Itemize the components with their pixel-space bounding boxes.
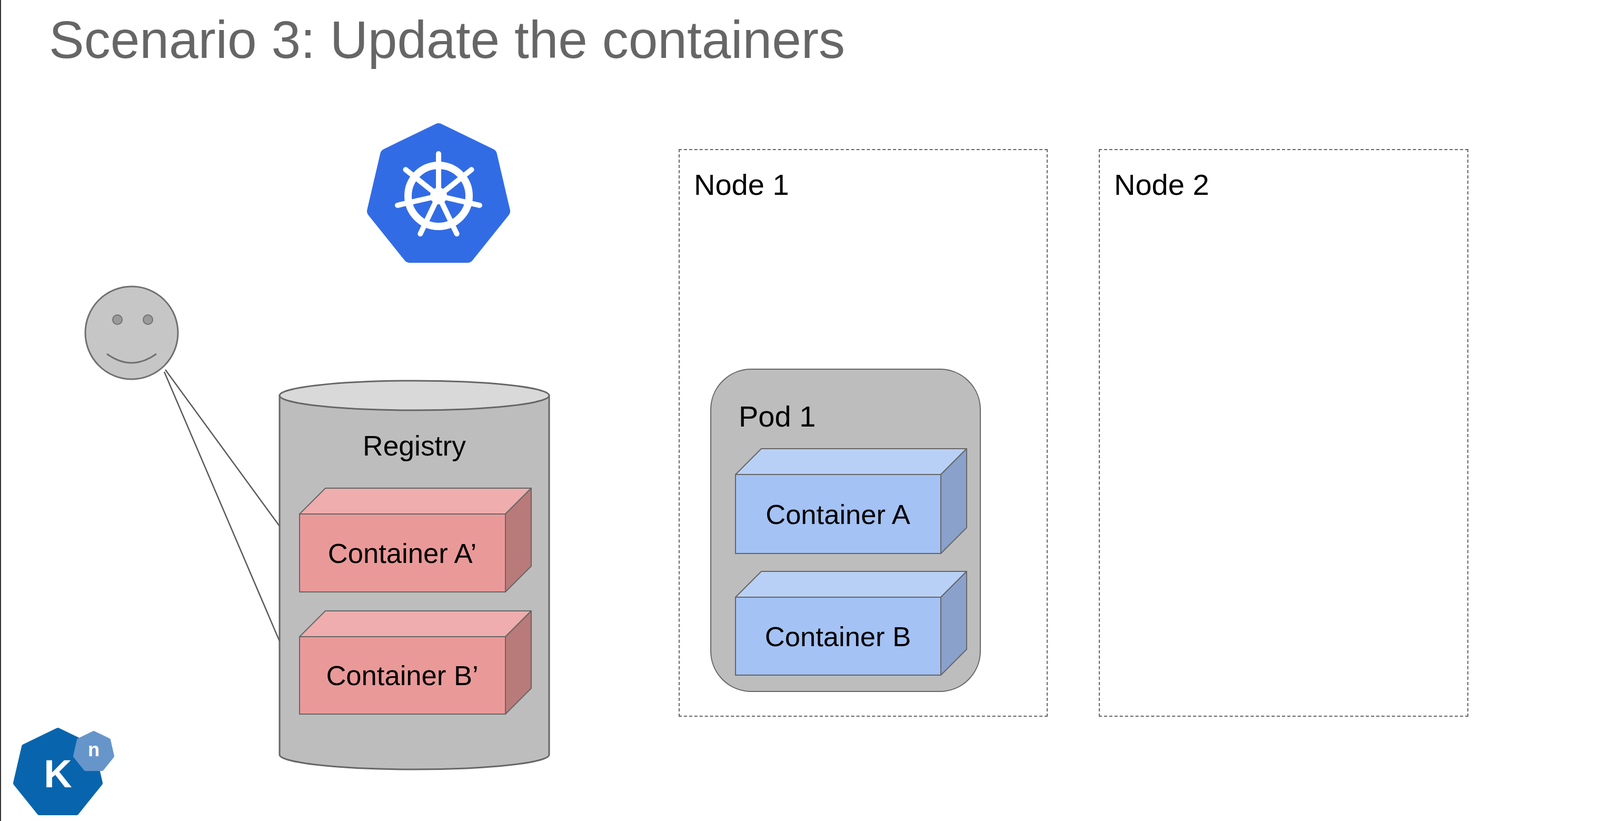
logo-letter: K [43, 754, 72, 794]
container-box: Container B [734, 570, 968, 676]
container-box: Container A’ [299, 487, 532, 593]
container-name: Container B [734, 619, 941, 654]
container-name: Container A’ [299, 536, 506, 571]
logo-letter: n [87, 740, 100, 760]
knative-logo [15, 730, 113, 813]
node-label: Node 2 [1114, 167, 1210, 202]
container-name: Container B’ [299, 658, 506, 693]
kubernetes-logo [373, 129, 504, 257]
slide-title: Scenario 3: Update the containers [48, 9, 846, 71]
container-name: Container A [734, 497, 941, 532]
node-label: Node 1 [693, 167, 790, 202]
node-region: Node 1 Pod 1 Container A Container B [678, 148, 1048, 717]
node-region: Node 2 [1098, 148, 1469, 717]
frame-line [0, 0, 2, 821]
pod-box: Pod 1 Container A Container B [710, 368, 981, 692]
pod-label: Pod 1 [738, 399, 816, 434]
container-box: Container A [734, 448, 968, 554]
user-face [85, 286, 178, 380]
container-box: Container B’ [299, 610, 532, 715]
registry-label: Registry [278, 429, 551, 463]
registry-cylinder: RegistryContainer A’ Container B’ [278, 379, 551, 771]
